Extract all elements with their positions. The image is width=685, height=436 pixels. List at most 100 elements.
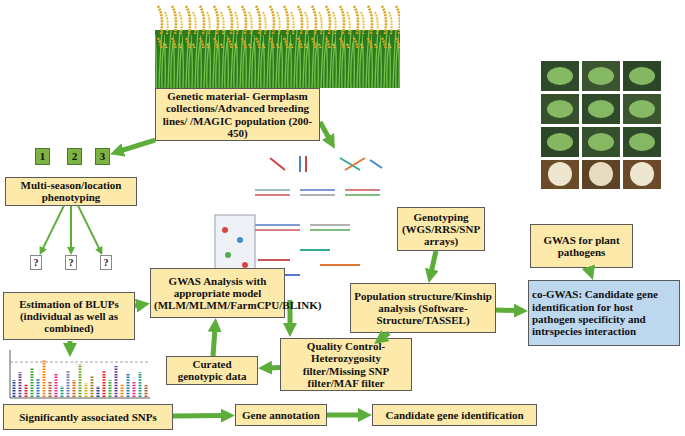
- leaf-disc: [547, 100, 573, 118]
- node-text: Estimation of BLUPs (individual as well …: [7, 298, 131, 335]
- flow-arrow: [173, 413, 225, 419]
- leaf-disc: [629, 67, 655, 85]
- snp-column: [43, 360, 46, 397]
- leaf-disc: [588, 100, 614, 118]
- process-box: Significantly associated SNPs: [3, 404, 173, 430]
- probe-bar: [258, 259, 290, 261]
- node-text: ?: [66, 257, 76, 268]
- snp-column: [103, 370, 106, 397]
- rice-field-illustration: [155, 4, 400, 88]
- track: [300, 194, 335, 196]
- track: [255, 194, 290, 196]
- flow-arrow: [68, 341, 73, 347]
- snp-column: [73, 380, 76, 397]
- snp-column: [145, 385, 148, 397]
- snp-column: [13, 380, 16, 397]
- leaf-photo: [541, 61, 579, 91]
- petri-dish: [630, 162, 654, 186]
- step-number: 1: [35, 148, 50, 165]
- node-text: 1: [36, 150, 49, 162]
- probe-bar: [300, 249, 330, 251]
- process-box: GWAS Analysis with appropriate model (ML…: [150, 268, 285, 318]
- flow-arrow: [431, 251, 436, 273]
- sample-strips: [270, 156, 382, 172]
- flow-arrow: [586, 268, 592, 271]
- track: [255, 224, 300, 226]
- snp-column: [133, 382, 136, 397]
- node-text: Multi-season/location phenotyping: [9, 179, 133, 204]
- process-box: Candidate gene identification: [372, 404, 537, 426]
- track: [255, 189, 290, 191]
- output-box: co-GWAS: Candidate gene identification f…: [528, 280, 680, 346]
- plate-photo: [582, 160, 620, 189]
- probe: [225, 252, 231, 258]
- threshold-line: [10, 362, 150, 363]
- flow-arrow: [42, 206, 64, 250]
- track: [255, 229, 300, 231]
- strip: [299, 156, 301, 172]
- rice-panicles: [155, 4, 400, 48]
- strip: [305, 156, 307, 172]
- track: [310, 229, 350, 231]
- leaf-disc: [547, 67, 573, 85]
- process-box: Multi-season/location phenotyping: [5, 177, 137, 206]
- flow-arrow: [78, 206, 100, 250]
- flow-arrow: [382, 333, 389, 338]
- probe: [237, 237, 243, 243]
- snp-column: [115, 366, 118, 397]
- flow-arrow: [320, 122, 330, 140]
- track: [310, 224, 350, 226]
- flow-arrow: [70, 206, 72, 249]
- snp-column: [79, 364, 82, 397]
- node-text: ?: [31, 257, 41, 268]
- snp-column: [25, 384, 28, 397]
- flow-arrow: [120, 140, 155, 151]
- snp-column: [49, 382, 52, 397]
- node-text: GWAS Analysis with appropriate model (ML…: [154, 275, 281, 312]
- plate-photo: [623, 160, 661, 189]
- leaf-photo: [541, 127, 579, 157]
- leaf-disc: [588, 133, 614, 151]
- process-box: Population structure/Kinship analysis (S…: [350, 283, 496, 333]
- track: [300, 189, 335, 191]
- node-text: 2: [68, 150, 81, 162]
- strip: [370, 160, 382, 168]
- flow-arrow: [496, 308, 518, 314]
- placeholder-box: ?: [65, 255, 77, 270]
- leaf-disc: [629, 100, 655, 118]
- plate-photo: [541, 160, 579, 189]
- node-text: Quality Control- Heterozygosity filter/M…: [284, 340, 408, 389]
- leaf-disc: [629, 133, 655, 151]
- process-box: Estimation of BLUPs (individual as well …: [3, 292, 135, 340]
- node-text: Significantly associated SNPs: [7, 411, 169, 423]
- y-axis: [10, 350, 11, 398]
- snp-column: [67, 370, 70, 397]
- node-text: Gene annotation: [239, 409, 323, 421]
- flow-arrow: [213, 328, 215, 356]
- pathogen-photo-grid: [540, 60, 662, 190]
- strip: [345, 158, 365, 170]
- leaf-photo: [582, 127, 620, 157]
- leaf-disc: [588, 67, 614, 85]
- snp-column: [61, 386, 64, 397]
- process-box: GWAS for plant pathogens: [530, 224, 633, 268]
- manhattan-plot: [14, 360, 146, 397]
- flow-arrow: [327, 413, 362, 418]
- track: [345, 189, 380, 191]
- step-number: 2: [67, 148, 82, 165]
- flow-arrow: [268, 365, 280, 371]
- node-text: GWAS for plant pathogens: [534, 234, 629, 259]
- flow-arrow: [288, 300, 293, 327]
- snp-column: [109, 380, 112, 397]
- leaf-photo: [623, 127, 661, 157]
- snp-column: [139, 372, 142, 397]
- snp-column: [121, 384, 124, 397]
- node-text: Population structure/Kinship analysis (S…: [354, 290, 492, 327]
- node-text: 3: [96, 150, 109, 162]
- step-number: 3: [95, 148, 110, 165]
- leaf-photo: [582, 61, 620, 91]
- snp-column: [97, 386, 100, 397]
- leaf-disc: [547, 133, 573, 151]
- process-box: Gene annotation: [235, 404, 327, 426]
